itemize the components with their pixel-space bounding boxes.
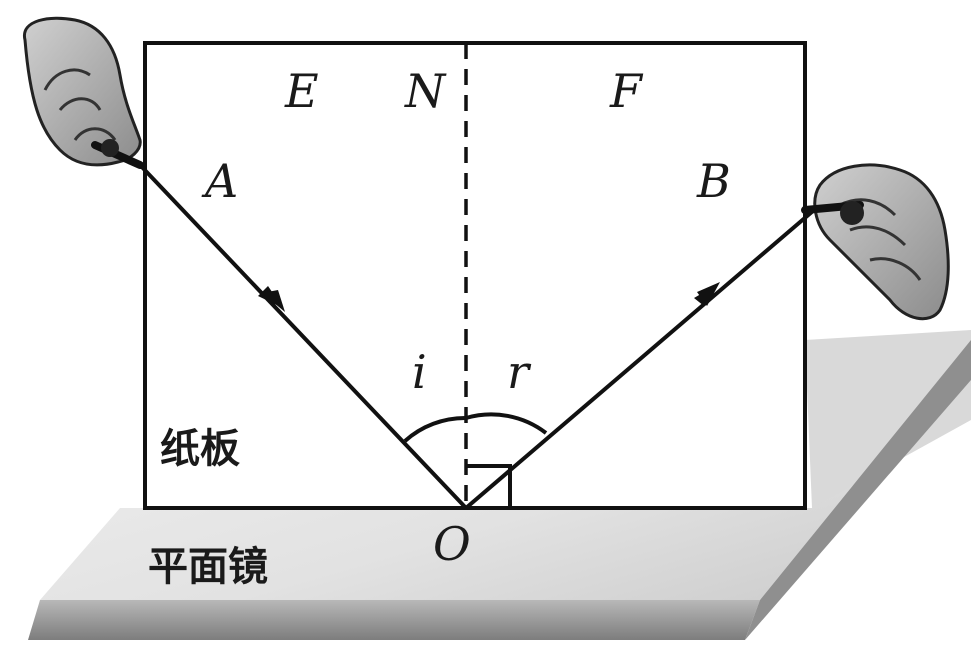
label-N: N: [404, 64, 447, 118]
reflected-ray-OB: [464, 203, 822, 510]
label-r: r: [507, 345, 532, 399]
paper-board: [143, 41, 807, 510]
label-E: E: [284, 64, 319, 118]
label-A: A: [201, 154, 238, 208]
right-angle-marker: [466, 464, 512, 508]
mirror-top-surface-back: [805, 330, 971, 508]
label-O: O: [433, 517, 471, 571]
mirror-front-edge: [28, 600, 760, 640]
label-plane-mirror: 平面镜: [148, 544, 268, 590]
plane-mirror: [28, 330, 971, 640]
label-B: B: [696, 154, 731, 208]
angle-r-arc: [465, 412, 548, 435]
mirror-top-surface: [40, 330, 971, 600]
right-hand-icon: [801, 163, 950, 321]
label-i: i: [412, 345, 427, 399]
label-paper-board: 纸板: [160, 426, 240, 472]
left-hand-icon: [23, 16, 144, 169]
incident-ray-AO: [138, 163, 468, 510]
angle-i-arc: [403, 415, 467, 443]
label-F: F: [609, 64, 644, 118]
mirror-right-edge: [745, 340, 971, 640]
